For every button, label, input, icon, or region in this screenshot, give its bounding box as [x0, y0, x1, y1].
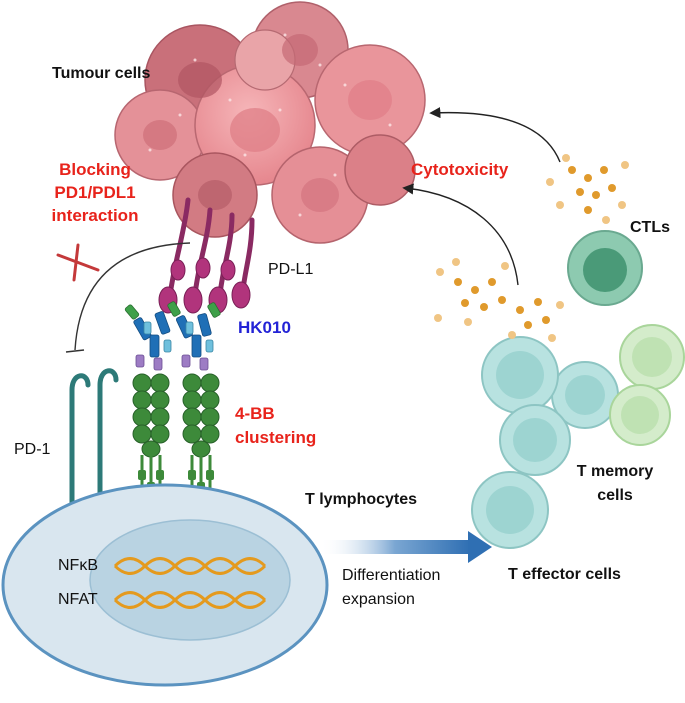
pd-l1-proteins: [167, 197, 255, 298]
t-memory-label-line1: T memory: [576, 463, 654, 480]
cytotoxic-granules-bottom: [434, 258, 564, 342]
hk010-label: HK010: [238, 318, 291, 337]
inhibition-bar: [65, 349, 85, 353]
differentiation-label-line1: Differentiation: [342, 567, 441, 584]
pd-1-label: PD-1: [14, 441, 51, 458]
cytotoxicity-label: Cytotoxicity: [411, 160, 509, 179]
pd-l1-label: PD-L1: [268, 261, 314, 278]
t-effector-label: T effector cells: [508, 566, 621, 583]
ctl-cell: [567, 230, 643, 306]
block-cross-icon: [56, 243, 100, 282]
t-effector-nuclei: [486, 351, 605, 534]
hk010-antibody: [124, 301, 221, 371]
cytotoxicity-arrow-lower: [402, 183, 519, 286]
cd137-receptors: [132, 373, 220, 495]
clustering-label-line2: clustering: [235, 428, 317, 447]
blocking-label-line3: interaction: [51, 206, 139, 225]
nfkb-dna-helix: [113, 557, 267, 575]
tumour-cells-label: Tumour cells: [52, 65, 151, 82]
t-lymphocytes-label: T lymphocytes: [305, 491, 418, 508]
t-memory-cells: [609, 324, 685, 446]
differentiation-arrow: [320, 531, 492, 563]
blocking-label-line2: PD1/PDL1: [54, 183, 136, 202]
inhibition-arc: [74, 242, 191, 351]
nfkb-label: NFκB: [58, 557, 98, 574]
tumour-cell-cluster: [114, 1, 426, 244]
nfat-label: NFAT: [58, 591, 98, 608]
differentiation-label-line2: expansion: [342, 591, 415, 608]
ctls-label: CTLs: [630, 219, 670, 236]
clustering-label-line1: 4-BB: [235, 404, 275, 423]
t-memory-label-line2: cells: [597, 487, 633, 504]
blocking-label-line1: Blocking: [59, 160, 131, 179]
pd-1-receptors: [69, 368, 119, 513]
cytotoxic-granules-top: [546, 154, 629, 224]
nfat-dna-helix: [113, 591, 267, 609]
t-lymphocyte-cell: [1, 483, 329, 687]
cytotoxicity-arrow-upper: [429, 107, 561, 163]
